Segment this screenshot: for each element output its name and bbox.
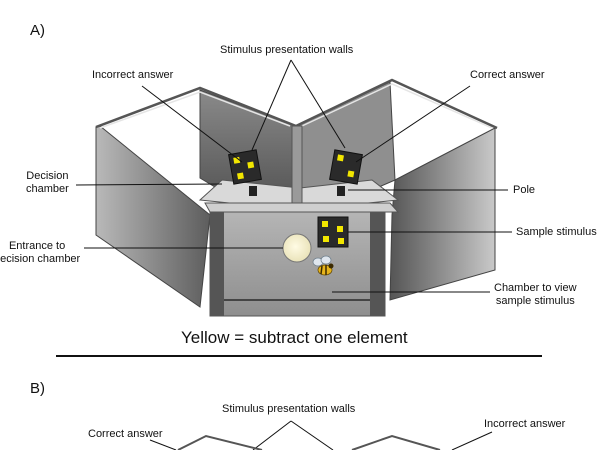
label-stimulus-walls-a: Stimulus presentation walls [220,44,354,56]
label-pole: Pole [513,184,536,196]
view-chamber-right-post [370,212,385,316]
callout-walls-left [251,59,292,151]
label-incorrect-answer-a: Incorrect answer [92,69,174,81]
view-chamber-top [204,202,400,213]
callout-incorrect [141,85,243,163]
left-top-rim [95,86,297,129]
centre-divider [291,125,303,207]
right-outer-wall [389,127,496,301]
label-stimulus-walls-b: Stimulus presentation walls [222,403,356,415]
view-chamber-left-post [210,212,224,316]
entrance-hole [282,233,312,263]
label-decision-chamber: Decision chamber [26,170,69,195]
callout-correct [355,85,471,163]
panel-a-caption: Yellow = subtract one element [181,328,408,347]
right-top-rim [295,78,498,130]
panel-b-letter: B) [30,380,45,397]
label-correct-answer-b: Correct answer [88,428,163,440]
left-outer-wall [95,125,211,308]
label-sample-stimulus: Sample stimulus [516,226,597,238]
pole-left [249,186,257,196]
pole-right [337,186,345,196]
label-entrance: Entrance to decision chamber [0,240,81,265]
left-inner-rim [99,91,291,129]
panel-a-callouts [75,59,512,293]
sample-stimulus-card [317,216,349,248]
label-correct-answer-a: Correct answer [470,69,545,81]
panel-separator [56,355,542,357]
panel-a-apparatus [95,78,498,317]
correct-answer-stimulus [329,149,363,185]
label-view-chamber: Chamber to view sample stimulus [494,282,577,307]
callout-walls-right [290,59,346,149]
panel-a-letter: A) [30,22,45,39]
bee-icon [312,255,334,276]
label-incorrect-answer-b: Incorrect answer [484,418,566,430]
callout-decision [75,183,223,186]
right-inner-rim [301,83,493,129]
panel-b-apparatus [149,420,493,450]
view-chamber-front [209,211,386,317]
